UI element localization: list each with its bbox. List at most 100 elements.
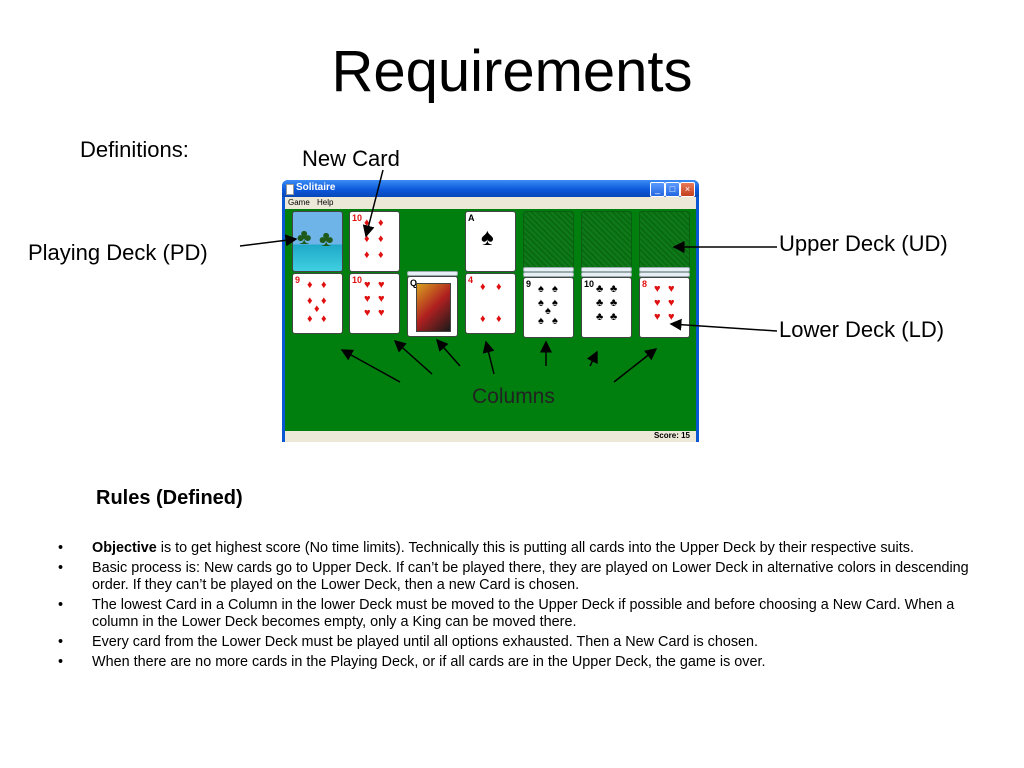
card-rank: 10 [352, 213, 363, 223]
face-down-card[interactable] [407, 271, 458, 276]
spade-icon: ♠ [552, 283, 558, 295]
heart-icon: ♥ [378, 279, 385, 291]
diamond-icon: ♦ [496, 313, 502, 325]
face-down-card[interactable] [523, 267, 574, 272]
solitaire-window: Solitaire _ □ × Game Help ♣ ♣ 10 ♦ ♦ ♦ ♦… [282, 180, 699, 442]
heart-icon: ♥ [378, 307, 385, 319]
palm-tree-icon: ♣ [297, 224, 312, 249]
rule-text: Every card from the Lower Deck must be p… [92, 634, 759, 650]
queen-face-icon [416, 283, 451, 332]
diamond-icon: ♦ [480, 281, 486, 293]
diamond-icon: ♦ [307, 295, 313, 307]
rule-text: is to get highest score (No time limits)… [156, 540, 914, 556]
bullet-icon: • [58, 654, 64, 670]
heart-icon: ♥ [364, 307, 371, 319]
heart-icon: ♥ [378, 293, 385, 305]
diamond-icon: ♦ [321, 295, 327, 307]
tableau-column-6: 10 ♣ ♣ ♣ ♣ ♣ ♣ [581, 267, 632, 338]
club-icon: ♣ [596, 311, 604, 323]
spade-icon: ♠ [481, 224, 494, 251]
close-button[interactable]: × [680, 182, 695, 197]
tableau-card-10-clubs[interactable]: 10 ♣ ♣ ♣ ♣ ♣ ♣ [581, 277, 632, 338]
heart-icon: ♥ [668, 311, 675, 323]
spade-icon: ♠ [545, 305, 551, 317]
arrow-column-2 [393, 340, 433, 375]
tableau-card-4-diamonds[interactable]: 4 ♦ ♦ ♦ ♦ [465, 273, 516, 334]
heart-icon: ♥ [364, 279, 371, 291]
rule-item: • Every card from the Lower Deck must be … [58, 634, 978, 651]
bullet-icon: • [58, 597, 64, 613]
arrow-playing-deck [239, 234, 298, 247]
face-down-card[interactable] [581, 267, 632, 272]
rule-text: When there are no more cards in the Play… [92, 654, 766, 670]
club-icon: ♣ [610, 283, 618, 295]
label-columns: Columns [472, 385, 555, 408]
window-title: Solitaire [296, 182, 336, 193]
card-rank: 10 [352, 275, 363, 285]
tableau-column-5: 9 ♠ ♠ ♠ ♠ ♠ ♠ ♠ [523, 267, 574, 338]
bullet-icon: • [58, 560, 64, 576]
diamond-icon: ♦ [364, 217, 370, 229]
heart-icon: ♥ [364, 293, 371, 305]
status-bar: Score: 15 [285, 431, 696, 442]
rule-text: The lowest Card in a Column in the lower… [92, 597, 955, 630]
face-down-card[interactable] [639, 272, 690, 277]
title-bar[interactable]: Solitaire _ □ × [282, 180, 699, 197]
foundation-slot-2[interactable] [523, 211, 574, 272]
heart-icon: ♥ [668, 283, 675, 295]
arrow-column-3 [436, 338, 461, 367]
arrow-column-6 [586, 350, 598, 367]
diamond-icon: ♦ [307, 313, 313, 325]
spade-icon: ♠ [552, 315, 558, 327]
diamond-icon: ♦ [321, 279, 327, 291]
rules-heading: Rules (Defined) [96, 487, 243, 509]
club-icon: ♣ [610, 311, 618, 323]
heart-icon: ♥ [654, 297, 661, 309]
card-rank: 8 [642, 279, 648, 289]
face-down-card[interactable] [639, 267, 690, 272]
arrow-column-4 [482, 340, 495, 375]
diamond-icon: ♦ [496, 281, 502, 293]
foundation-ace-spades[interactable]: A ♠ [465, 211, 516, 272]
spade-icon: ♠ [538, 315, 544, 327]
diamond-icon: ♦ [378, 249, 384, 261]
menu-game[interactable]: Game [288, 198, 310, 207]
face-down-card[interactable] [581, 272, 632, 277]
card-rank: Q [410, 278, 418, 288]
diamond-icon: ♦ [321, 313, 327, 325]
card-rank: 4 [468, 275, 474, 285]
card-rank: 9 [295, 275, 301, 285]
label-playing-deck: Playing Deck (PD) [28, 240, 208, 265]
club-icon: ♣ [610, 297, 618, 309]
rules-list: •Objective is to get highest score (No t… [58, 540, 978, 674]
heart-icon: ♥ [654, 283, 661, 295]
tableau-card-q-clubs[interactable]: Q [407, 276, 458, 337]
diamond-icon: ♦ [364, 233, 370, 245]
tableau-column-3: Q [407, 271, 458, 337]
face-down-card[interactable] [523, 272, 574, 277]
playing-deck[interactable]: ♣ ♣ [292, 211, 343, 272]
tableau-card-9-diamonds[interactable]: 9 ♦ ♦ ♦ ♦ ♦ ♦ ♦ [292, 273, 343, 334]
score-display: Score: 15 [653, 431, 690, 440]
slide-title: Requirements [331, 39, 693, 104]
bullet-icon: • [58, 634, 64, 650]
minimize-button[interactable]: _ [650, 182, 665, 197]
maximize-button[interactable]: □ [665, 182, 680, 197]
spade-icon: ♠ [552, 297, 558, 309]
spade-icon: ♠ [538, 283, 544, 295]
diamond-icon: ♦ [307, 279, 313, 291]
tableau-card-9-spades[interactable]: 9 ♠ ♠ ♠ ♠ ♠ ♠ ♠ [523, 277, 574, 338]
foundation-slot-3[interactable] [581, 211, 632, 272]
waste-card-10-diamonds[interactable]: 10 ♦ ♦ ♦ ♦ ♦ ♦ [349, 211, 400, 272]
card-rank: A [468, 213, 475, 223]
menu-bar: Game Help [285, 197, 696, 209]
arrow-column-1 [340, 349, 401, 383]
palm-tree-icon: ♣ [319, 226, 334, 251]
diamond-icon: ♦ [378, 233, 384, 245]
menu-help[interactable]: Help [317, 198, 334, 207]
spade-icon: ♠ [538, 297, 544, 309]
rule-item: • Basic process is: New cards go to Upper… [58, 560, 978, 594]
rule-text: Basic process is: New cards go to Upper … [92, 560, 969, 593]
diamond-icon: ♦ [314, 303, 320, 315]
tableau-card-10-hearts[interactable]: 10 ♥ ♥ ♥ ♥ ♥ ♥ [349, 273, 400, 334]
